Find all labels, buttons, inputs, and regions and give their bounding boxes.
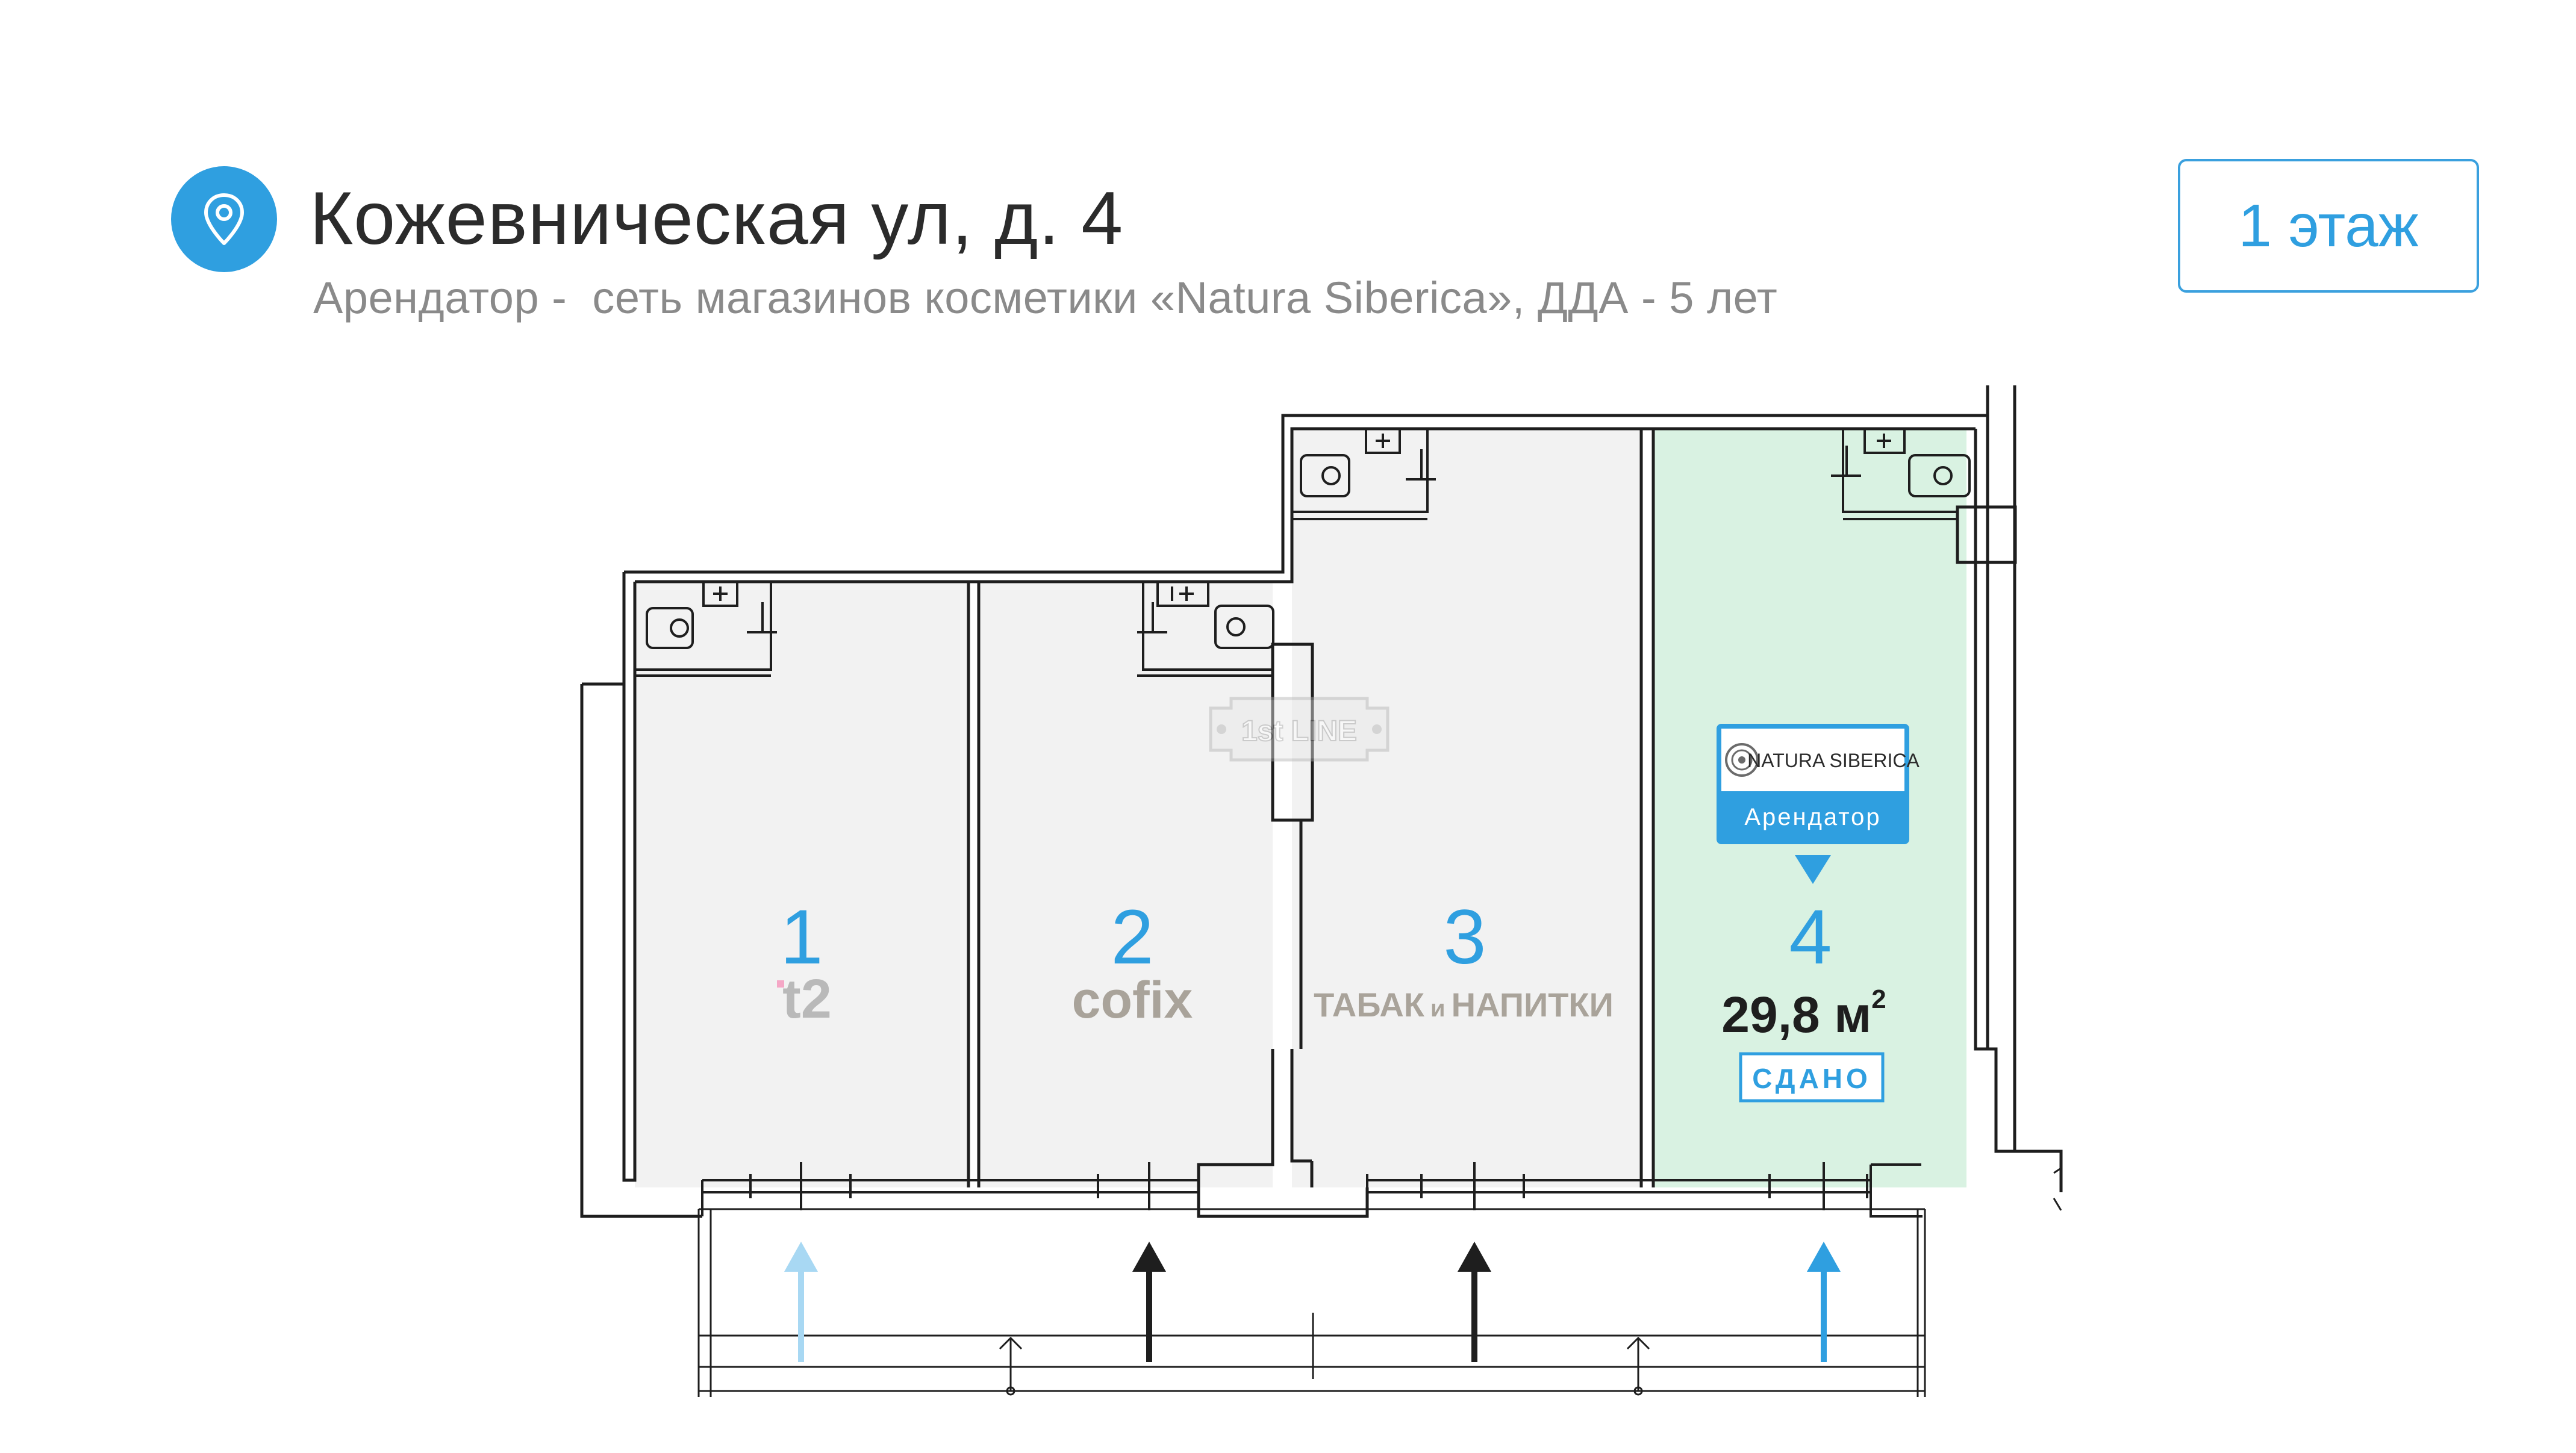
partitions [967,429,1655,1218]
unit-2-tenant-logo-cofix: cofix [1072,971,1193,1029]
entrance-arrow-unit-3-icon [1458,1242,1491,1362]
restroom-unit-4 [1831,428,1971,520]
unit-4-status-badge: СДАНО [1739,1052,1885,1103]
facade-windows [701,1163,1923,1218]
entrance-arrow-unit-4-icon [1807,1242,1841,1362]
map-pin-icon [204,193,244,245]
address-title: Кожевническая ул, д. 4 [310,177,1124,260]
restroom-unit-1 [635,580,777,677]
floor-selector-button[interactable]: 1 этаж [2178,159,2479,293]
entrance-arrow-unit-2-icon [1132,1242,1166,1362]
unit-1-number: 1 [780,894,823,980]
location-pin-badge [171,166,277,272]
unit-2-area[interactable] [979,582,1273,1187]
unit-4-tenant-badge[interactable]: NATURA SIBERICA Арендатор [1717,724,1920,844]
badge-pointer-icon [1795,855,1831,884]
unit-4-area: 29,8 м2 [1721,985,1886,1043]
unit-1-area[interactable] [635,582,968,1187]
unit-2-number: 2 [1111,894,1153,980]
terrace-railing [697,1208,1926,1397]
svg-text:СДАНО: СДАНО [1752,1063,1871,1094]
unit-1-tenant-logo-t2: t2 [777,968,832,1030]
unit-3-area[interactable] [1292,429,1641,1187]
unit-4-number: 4 [1789,894,1832,980]
watermark-logo: 1st LINE [1209,697,1389,762]
tenant-brand-name: NATURA SIBERICA [1747,750,1920,771]
svg-text:t2: t2 [782,968,832,1030]
entrance-arrow-unit-1-icon [784,1242,818,1362]
restroom-unit-2 [1137,580,1274,677]
unit-3-number: 3 [1443,894,1486,980]
restroom-unit-3 [1292,428,1436,520]
natura-siberica-logo-icon [1725,743,1759,777]
tenant-subtitle: Арендатор - сеть магазинов косметики «Na… [313,273,1778,323]
watermark-text: 1st LINE [1241,715,1357,747]
tenant-badge-caption: Арендатор [1744,804,1881,830]
